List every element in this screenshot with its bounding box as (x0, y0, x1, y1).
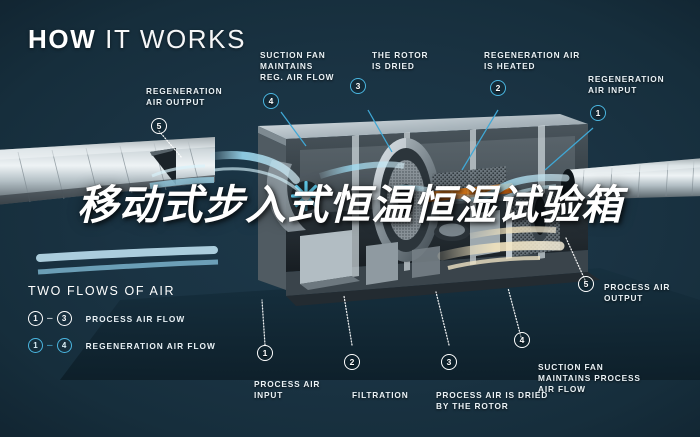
desiccant-rotor (372, 138, 440, 262)
legend-text-process-air-flow: PROCESS AIR FLOW (85, 313, 186, 324)
page-title: HOW IT WORKS (28, 24, 246, 55)
marker-4-suction-fan-process[interactable]: 4 (514, 332, 530, 348)
marker-5-regeneration-output[interactable]: 5 (151, 118, 167, 134)
callout-label-rotor-dried: THE ROTOR IS DRIED (372, 50, 429, 72)
marker-1-process-input[interactable]: 1 (257, 345, 273, 361)
legend-row-regeneration-air-flow: 1 – 4 REGENERATION AIR FLOW (28, 338, 216, 353)
suction-fan (291, 181, 321, 211)
legend-text-regeneration-air-flow: REGENERATION AIR FLOW (85, 340, 216, 351)
airflow-ribbons (36, 151, 570, 275)
title-light: IT WORKS (105, 24, 247, 54)
marker-1-regeneration-input[interactable]: 1 (590, 105, 606, 121)
leader-lines (158, 109, 594, 346)
callout-label-filtration: FILTRATION (352, 390, 409, 400)
callout-label-suction-fan-process: SUCTION FAN MAINTAINS PROCESS AIR FLOW (538, 362, 641, 395)
marker-3-rotor-dried[interactable]: 3 (350, 78, 366, 94)
right-duct (561, 158, 700, 201)
marker-2-filtration[interactable]: 2 (344, 354, 360, 370)
callout-label-regeneration-heated: REGENERATION AIR IS HEATED (484, 50, 581, 72)
callout-label-regeneration-air-input: REGENERATION AIR INPUT (588, 74, 665, 96)
legend: TWO FLOWS OF AIR 1 – 3 PROCESS AIR FLOW … (28, 284, 216, 365)
legend-row-process-air-flow: 1 – 3 PROCESS AIR FLOW (28, 311, 216, 326)
legend-marker-1-blue: 1 (28, 338, 43, 353)
marker-2-regeneration-heated[interactable]: 2 (490, 80, 506, 96)
legend-marker-1-white: 1 (28, 311, 43, 326)
legend-marker-4-blue: 4 (56, 338, 72, 353)
callout-label-regeneration-air-output: REGENERATION AIR OUTPUT (146, 86, 223, 108)
callout-label-process-air-dried: PROCESS AIR IS DRIED BY THE ROTOR (436, 390, 549, 412)
marker-5-process-output[interactable]: 5 (578, 276, 594, 292)
legend-marker-3-white: 3 (56, 311, 72, 326)
marker-3-process-dried[interactable]: 3 (441, 354, 457, 370)
legend-title: TWO FLOWS OF AIR (28, 284, 176, 298)
callout-label-process-air-output: PROCESS AIR OUTPUT (604, 282, 671, 304)
title-bold: HOW (28, 24, 97, 54)
cabinet (258, 114, 600, 306)
marker-4-suction-fan-reg[interactable]: 4 (263, 93, 279, 109)
callout-label-suction-fan-reg: SUCTION FAN MAINTAINS REG. AIR FLOW (260, 50, 335, 83)
callout-label-process-air-input: PROCESS AIR INPUT (254, 379, 321, 401)
legend-dash-blue: – (47, 340, 53, 351)
legend-dash-white: – (47, 313, 53, 324)
left-duct (0, 137, 215, 205)
